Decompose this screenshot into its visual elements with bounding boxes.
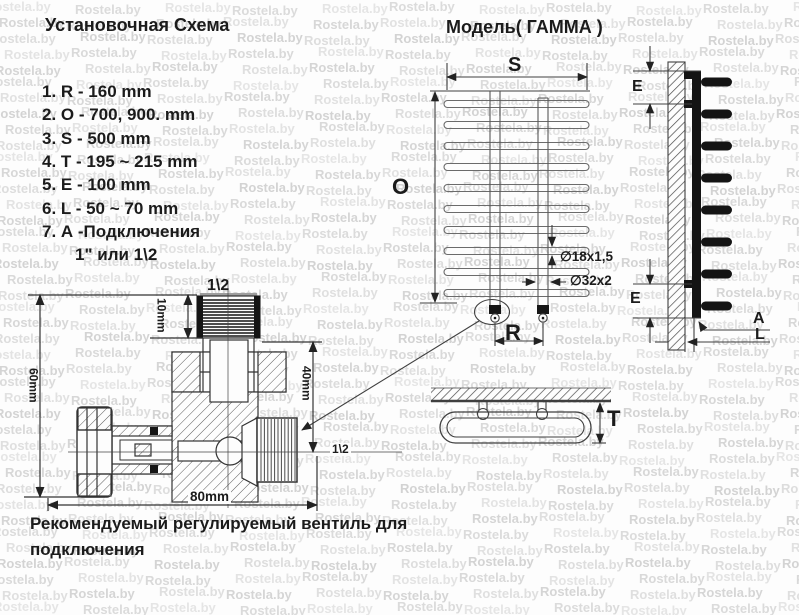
spec-list: 1. R - 160 mm 2. O - 700, 900. mm 3. S -… bbox=[42, 83, 200, 270]
valve-dim-10mm: 10mm bbox=[154, 298, 169, 333]
front-view bbox=[301, 63, 590, 431]
dim-label-o: O bbox=[392, 174, 410, 199]
spec-item-s: 3. S - 500 mm bbox=[42, 128, 151, 148]
dim-label-s: S bbox=[508, 54, 522, 76]
dim-label-e-bottom: E bbox=[630, 290, 641, 307]
side-collector-pipe bbox=[692, 71, 701, 318]
collector-diameter-label: ∅32x2 bbox=[570, 273, 612, 288]
thread-lines bbox=[203, 299, 254, 337]
side-view bbox=[633, 46, 770, 352]
spec-item-r: 1. R - 160 mm bbox=[42, 82, 152, 101]
dim-label-a: A bbox=[753, 310, 765, 327]
spec-item-a-size: 1" или 1\2 bbox=[75, 245, 158, 265]
model-title: Модель( ГАММА ) bbox=[446, 17, 603, 37]
front-rungs bbox=[443, 99, 590, 298]
dim-label-e-top: E bbox=[632, 78, 643, 95]
valve-side-thread-label: 1\2 bbox=[330, 442, 351, 456]
valve-dim-60mm: 60mm bbox=[26, 368, 41, 403]
valve-section bbox=[24, 283, 402, 511]
spec-item-e: 5. E - 100 mm bbox=[42, 175, 151, 195]
footer-caption-line1: Рекомендуемый регулируемый вентиль для bbox=[30, 514, 408, 533]
spec-item-a: 7. А -Подключения bbox=[42, 222, 201, 242]
top-view bbox=[431, 387, 611, 445]
footer-caption-line2: подключения bbox=[30, 540, 145, 559]
callout-leader-line bbox=[301, 320, 480, 431]
spec-item-t: 4. T - 195 ~ 215 mm bbox=[42, 152, 198, 172]
side-rungs bbox=[701, 77, 732, 311]
spec-item-o: 2. O - 700, 900. mm bbox=[42, 105, 196, 125]
dim-label-l: L bbox=[755, 326, 765, 343]
collector-pipes bbox=[489, 91, 549, 305]
wall-section bbox=[667, 61, 686, 351]
dim-label-r: R bbox=[505, 320, 522, 345]
valve-callout-circle bbox=[473, 298, 511, 326]
valve-dim-40mm: 40mm bbox=[299, 366, 314, 401]
spec-item-l: 6. L - 50 ~ 70 mm bbox=[42, 198, 179, 218]
valve-dim-80mm: 80mm bbox=[188, 489, 232, 505]
dim-label-t: T bbox=[607, 406, 621, 431]
rung-diameter-label: ∅18x1,5 bbox=[560, 249, 614, 264]
union-nut bbox=[256, 417, 298, 483]
valve-top-thread-label: 1\2 bbox=[207, 277, 230, 294]
left-title: Установочная Схема bbox=[45, 15, 230, 35]
